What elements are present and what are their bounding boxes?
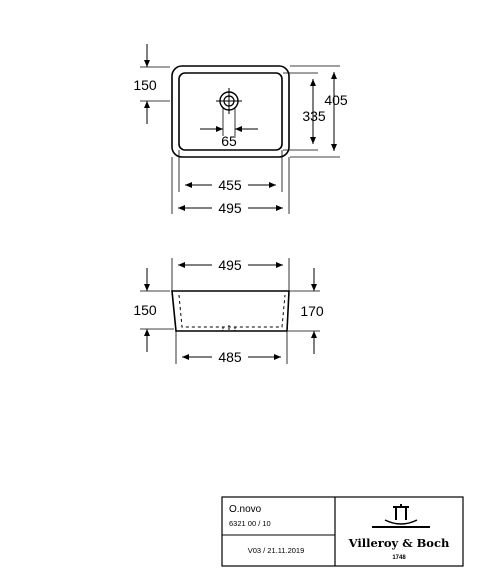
dim-150-side-label: 150 bbox=[133, 302, 157, 318]
dim-455: 455 bbox=[178, 150, 283, 193]
dim-485: 485 bbox=[175, 331, 288, 365]
dim-170-label: 170 bbox=[300, 303, 324, 319]
side-view: 495 150 170 485 bbox=[133, 257, 324, 365]
title-block: O.novo 6321 00 / 10 V03 / 21.11.2019 Vil… bbox=[221, 496, 464, 567]
dim-170: 170 bbox=[288, 268, 324, 354]
dim-495-top: 495 bbox=[171, 157, 290, 216]
version-date: V03 / 21.11.2019 bbox=[248, 546, 305, 555]
dim-405: 405 bbox=[290, 65, 348, 158]
product-name: O.novo bbox=[229, 504, 262, 515]
dim-455-label: 455 bbox=[218, 177, 242, 193]
brand-year: 1748 bbox=[392, 555, 406, 561]
drain-side-icon bbox=[222, 325, 236, 331]
dim-335-label: 335 bbox=[302, 108, 326, 124]
drain-icon bbox=[216, 88, 242, 114]
brand-name: Villeroy & Boch bbox=[348, 536, 450, 550]
dim-485-label: 485 bbox=[218, 349, 242, 365]
article-number: 6321 00 / 10 bbox=[229, 519, 271, 528]
dim-150-label: 150 bbox=[133, 77, 157, 93]
basin-side-outline bbox=[171, 290, 290, 332]
dim-495-top-label: 495 bbox=[218, 200, 242, 216]
dim-495-side: 495 bbox=[171, 257, 290, 291]
dim-150-side: 150 bbox=[133, 268, 174, 352]
basin-inner-hidden-line bbox=[178, 294, 286, 328]
basin-inner-outline bbox=[178, 72, 283, 151]
dim-405-label: 405 bbox=[324, 92, 348, 108]
title-block-frame bbox=[221, 496, 464, 567]
dim-65: 65 bbox=[200, 108, 258, 149]
dim-335: 335 bbox=[283, 72, 326, 151]
top-view: 150 405 335 65 bbox=[133, 44, 348, 216]
brand-logo-icon bbox=[372, 504, 430, 528]
dim-495-side-label: 495 bbox=[218, 257, 242, 273]
dim-65-label: 65 bbox=[221, 133, 237, 149]
dim-150-top: 150 bbox=[133, 44, 170, 124]
basin-outer-outline bbox=[171, 65, 290, 158]
